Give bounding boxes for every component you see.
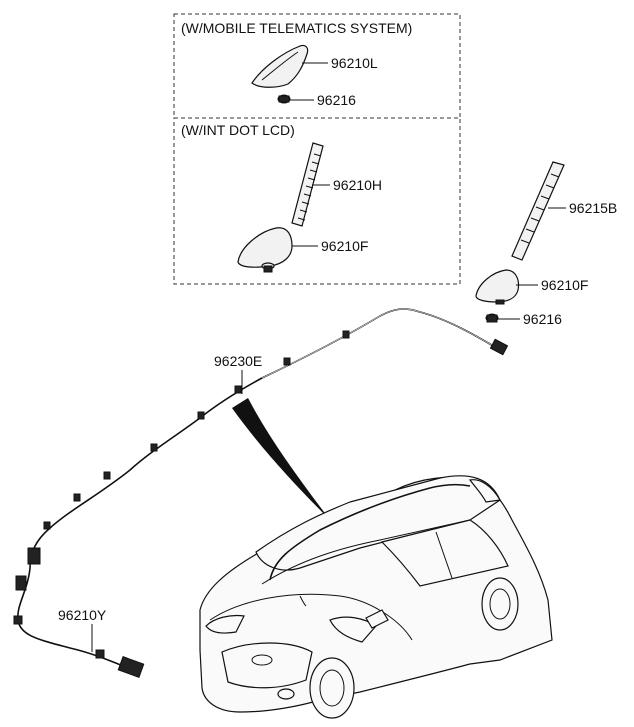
lcd-option-box: (W/INT DOT LCD): [173, 117, 461, 285]
label-96215B: 96215B: [569, 200, 617, 216]
antenna-cable-96230E: 96230E: [13, 308, 509, 678]
label-96210F-right: 96210F: [541, 277, 588, 293]
label-96216-right: 96216: [523, 311, 562, 327]
antenna-feeder-96210Y: 96210Y: [58, 607, 107, 652]
antenna-mast-96215B: 96215B: [511, 161, 617, 261]
lcd-box-header: (W/INT DOT LCD): [181, 122, 295, 138]
cable-clips: [13, 330, 509, 678]
label-96210L: 96210L: [331, 55, 378, 71]
label-96230E: 96230E: [214, 353, 262, 369]
hatchback-car-illustration: [199, 475, 553, 719]
label-96216-top: 96216: [317, 92, 356, 108]
location-pointer: [232, 398, 330, 520]
telematics-box-header: (W/MOBILE TELEMATICS SYSTEM): [181, 20, 412, 36]
label-96210Y: 96210Y: [58, 607, 107, 623]
shark-fin-antenna-96210L: 96210L: [251, 44, 378, 88]
label-96210H: 96210H: [333, 177, 382, 193]
antenna-mast-96210H: 96210H: [291, 142, 382, 227]
antenna-base-96210F-right: 96210F: [475, 269, 588, 305]
antenna-base-96210F-box: 96210F: [237, 227, 368, 273]
antenna-pad-96216-right: 96216: [485, 311, 562, 327]
antenna-pad-96216-top: 96216: [277, 92, 356, 108]
label-96210F-box: 96210F: [321, 238, 368, 254]
